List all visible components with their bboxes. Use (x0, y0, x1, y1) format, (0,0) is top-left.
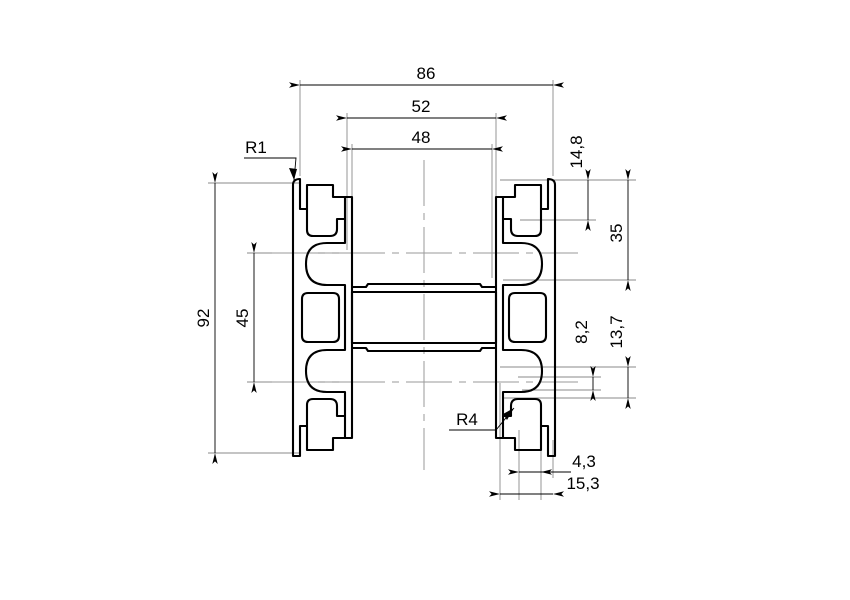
profile-geometry (291, 177, 557, 458)
radius-callout-r4: R4 (449, 407, 515, 431)
dimension-35: 35 (607, 169, 631, 291)
right-lower-groove (501, 397, 543, 428)
dimension-8-2: 8,2 (572, 320, 596, 401)
dim-label-14-8: 14,8 (567, 135, 586, 168)
right-outer-wall (501, 177, 557, 458)
dim-label-15-3: 15,3 (566, 474, 599, 493)
dim-label-4-3: 4,3 (572, 452, 596, 471)
dim-label-13-7: 13,7 (607, 315, 626, 348)
radius-label-r1: R1 (245, 138, 267, 157)
dim-label-48: 48 (412, 128, 431, 147)
dim-label-35: 35 (607, 224, 626, 243)
dim-label-8-2: 8,2 (572, 320, 591, 344)
dimension-14-8: 14,8 (567, 135, 591, 231)
left-inner-chamber (300, 291, 341, 344)
dim-label-92: 92 (194, 309, 213, 328)
extension-lines (208, 80, 636, 500)
dim-label-45: 45 (233, 309, 252, 328)
radius-callout-r1: R1 (244, 138, 297, 181)
left-outer-wall (291, 177, 347, 458)
dimension-92: 92 (194, 172, 218, 464)
dimension-52: 52 (336, 97, 507, 121)
dim-label-86: 86 (417, 64, 436, 83)
dimension-86: 86 (289, 64, 564, 88)
left-upper-groove (305, 207, 347, 238)
center-lines (272, 160, 578, 470)
dim-label-52: 52 (412, 97, 431, 116)
dimension-48: 48 (341, 128, 503, 152)
dimension-13-7: 13,7 (607, 315, 631, 409)
central-web-top (350, 282, 498, 289)
dimension-15-3: 15,3 (489, 474, 600, 497)
right-upper-groove (501, 207, 543, 238)
dimension-4-3: 4,3 (508, 452, 596, 475)
radius-label-r4: R4 (456, 410, 478, 429)
dimension-45: 45 (233, 242, 257, 393)
right-inner-chamber (507, 291, 548, 344)
central-web-bottom (350, 346, 498, 353)
left-lower-groove (305, 397, 347, 428)
